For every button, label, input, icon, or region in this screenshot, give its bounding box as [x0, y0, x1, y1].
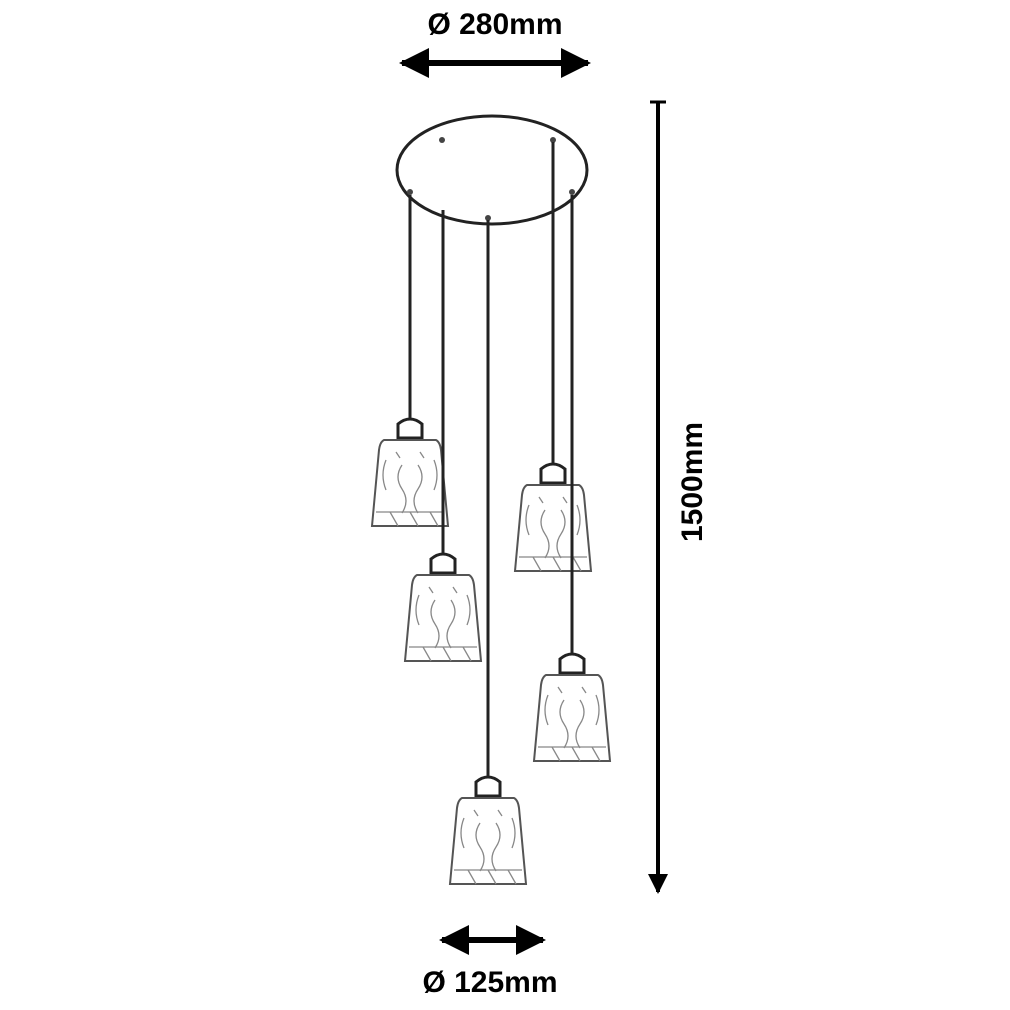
- height-label: 1500mm: [676, 422, 709, 542]
- pendant-lamp: [370, 195, 450, 527]
- lamp-holder: [429, 552, 457, 575]
- shade-texture: [454, 809, 522, 885]
- glass-shade: [403, 574, 483, 662]
- glass-shade: [532, 674, 612, 762]
- lamp-holder: [558, 652, 586, 675]
- shade-diameter-label: Ø 125mm: [422, 966, 557, 999]
- canopy-diameter-label: Ø 280mm: [427, 8, 562, 41]
- pendant-lamp: [448, 220, 528, 885]
- glass-shade: [448, 797, 528, 885]
- shade-texture: [519, 496, 587, 572]
- ceiling-canopy: [395, 114, 589, 226]
- shade-texture: [538, 686, 606, 762]
- shade-texture: [376, 451, 444, 527]
- pendant-lamp: [403, 210, 483, 662]
- glass-shade: [370, 439, 450, 527]
- pendant-lamp: [513, 142, 593, 572]
- lamp-holder: [474, 775, 502, 798]
- lamp-holder: [396, 417, 424, 440]
- lamp-holder: [539, 462, 567, 485]
- shade-texture: [409, 586, 477, 662]
- pendant-lamp: [532, 195, 612, 762]
